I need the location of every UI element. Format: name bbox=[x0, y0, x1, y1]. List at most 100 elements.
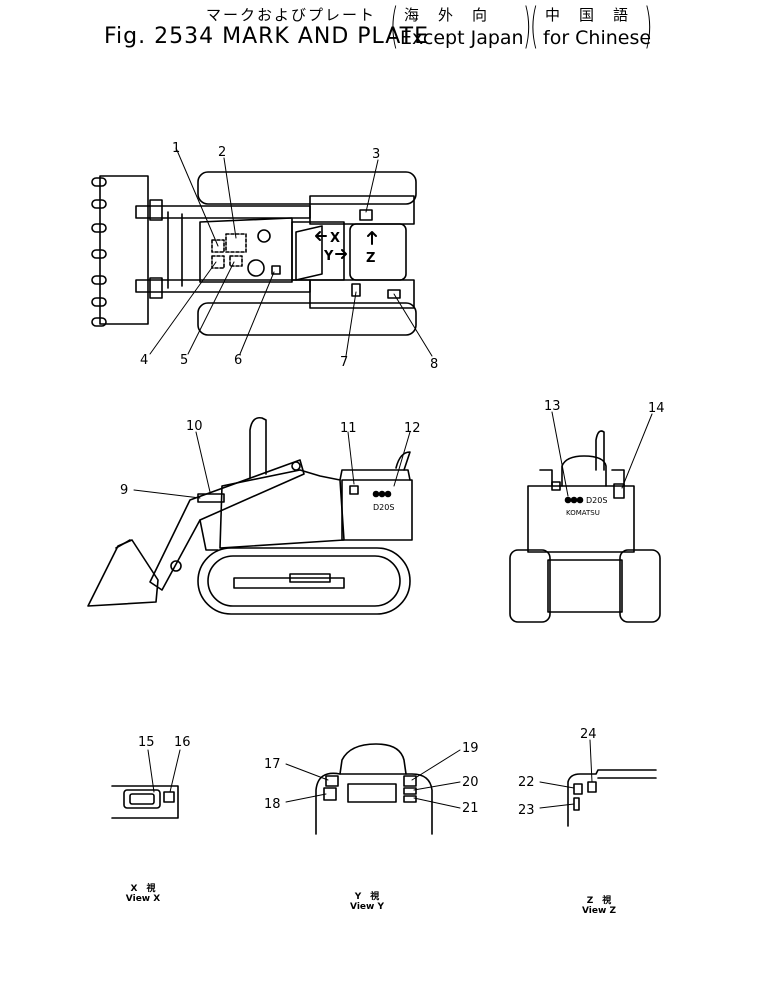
view-z-plate-23 bbox=[573, 797, 580, 811]
view-x: 15 16 bbox=[111, 735, 191, 819]
side-track-frame bbox=[233, 577, 345, 589]
callout-17: 17 bbox=[264, 757, 281, 772]
callout-2: 2 bbox=[218, 145, 226, 160]
rear-track-right bbox=[619, 549, 661, 623]
top-air-cleaner bbox=[247, 259, 265, 277]
view-y-caption: Y 視 View Y bbox=[342, 892, 392, 912]
view-x-caption-en: View X bbox=[125, 894, 161, 904]
view-y-seat bbox=[347, 783, 397, 803]
side-exhaust bbox=[249, 416, 267, 479]
rear-seat bbox=[561, 455, 607, 487]
bucket-teeth bbox=[91, 177, 107, 327]
side-rear-body bbox=[341, 479, 413, 541]
callout-20: 20 bbox=[462, 775, 479, 790]
view-y-body bbox=[315, 772, 433, 835]
view-arrows bbox=[315, 231, 377, 259]
side-link bbox=[199, 519, 219, 551]
top-exhaust-stack bbox=[257, 229, 271, 243]
callout-21: 21 bbox=[462, 801, 479, 816]
top-seat-area bbox=[349, 223, 407, 281]
callout-5: 5 bbox=[180, 353, 188, 368]
view-y-plate-19 bbox=[403, 775, 417, 787]
side-bucket bbox=[87, 539, 159, 607]
callout-16: 16 bbox=[174, 735, 191, 750]
decal-position-1 bbox=[211, 239, 225, 253]
callout-14: 14 bbox=[648, 401, 665, 416]
decal-position-2 bbox=[225, 233, 247, 253]
view-z-caption: Z 視 View Z bbox=[574, 896, 624, 916]
view-y-plate-17 bbox=[325, 775, 339, 787]
view-z-plate-24 bbox=[587, 781, 597, 793]
top-crossbar bbox=[167, 211, 183, 289]
view-y-caption-en: View Y bbox=[350, 902, 384, 912]
view-x-panel bbox=[111, 785, 179, 819]
callout-12: 12 bbox=[404, 421, 421, 436]
callout-22: 22 bbox=[518, 775, 535, 790]
group1-japanese: 海 外 向 bbox=[404, 6, 490, 24]
arrow-label-x: X bbox=[330, 231, 340, 246]
callout-11: 11 bbox=[340, 421, 357, 436]
side-leaders bbox=[133, 431, 411, 499]
decal-position-5 bbox=[229, 255, 243, 267]
side-model-label: D20S bbox=[373, 503, 394, 512]
view-y-leaders bbox=[285, 749, 461, 809]
side-decal-11 bbox=[349, 485, 359, 495]
side-decal-12 bbox=[372, 490, 392, 498]
rear-fenders bbox=[539, 469, 625, 487]
side-view: D20S 9 10 11 12 bbox=[87, 416, 421, 615]
callout-23: 23 bbox=[518, 803, 535, 818]
callout-3: 3 bbox=[372, 147, 380, 162]
callout-19: 19 bbox=[462, 741, 479, 756]
side-pivot bbox=[170, 560, 182, 572]
group1-english: Except Japan bbox=[400, 27, 524, 49]
top-bucket bbox=[99, 175, 149, 325]
decal-position-8 bbox=[387, 289, 401, 299]
side-bucket-lip bbox=[115, 539, 131, 549]
callout-4: 4 bbox=[140, 353, 148, 368]
callout-7: 7 bbox=[340, 355, 348, 370]
figure-header: マークおよびプレート Fig. 2534 MARK AND PLATE ( 海 … bbox=[0, 0, 759, 60]
paren-open-1: ( bbox=[390, 0, 399, 54]
side-boom-pin bbox=[291, 461, 301, 471]
decal-position-7 bbox=[351, 283, 361, 297]
view-z-caption-en: View Z bbox=[582, 906, 616, 916]
decal-position-4 bbox=[211, 255, 225, 269]
rear-track-left bbox=[509, 549, 551, 623]
callout-10: 10 bbox=[186, 419, 203, 434]
view-y-caption-jp: Y 視 bbox=[354, 892, 380, 902]
rear-model-label: D20S bbox=[586, 496, 607, 505]
top-hood bbox=[199, 217, 293, 283]
rear-leaders bbox=[551, 411, 653, 497]
view-x-caption: X 視 View X bbox=[118, 884, 168, 904]
side-rear-top bbox=[339, 469, 411, 481]
view-y-plate-21 bbox=[403, 795, 417, 803]
group2-japanese: 中 国 語 bbox=[545, 6, 631, 24]
side-track-roller bbox=[289, 573, 331, 583]
callout-8: 8 bbox=[430, 357, 438, 372]
top-track-lower bbox=[197, 302, 417, 336]
rear-decal-13 bbox=[564, 496, 584, 504]
callout-6: 6 bbox=[234, 353, 242, 368]
arrow-label-y: Y bbox=[323, 249, 334, 264]
paren-open-2: ( bbox=[530, 0, 539, 54]
view-x-plate-inner bbox=[129, 793, 155, 805]
paren-close-1: ) bbox=[523, 0, 532, 54]
rear-decal-left bbox=[551, 481, 561, 491]
view-y: 17 18 19 20 21 bbox=[264, 741, 479, 835]
callout-1: 1 bbox=[172, 141, 180, 156]
view-z-outline bbox=[567, 769, 657, 827]
view-x-plate-16 bbox=[163, 791, 175, 803]
view-z-leaders bbox=[539, 739, 593, 809]
side-track bbox=[197, 547, 411, 615]
arm-pin-lower bbox=[149, 277, 163, 299]
top-view: X Y Z 1 2 3 4 5 6 7 8 bbox=[91, 141, 438, 372]
rear-view: D20S KOMATSU 13 14 bbox=[509, 399, 665, 623]
rear-body bbox=[527, 485, 635, 553]
view-z-caption-jp: Z 視 bbox=[586, 896, 612, 906]
top-operator-step bbox=[295, 225, 323, 281]
top-track-upper bbox=[197, 171, 417, 205]
view-y-seat-back bbox=[339, 743, 407, 775]
group2-english: for Chinese bbox=[543, 27, 652, 49]
view-z: 22 23 24 bbox=[518, 727, 657, 827]
